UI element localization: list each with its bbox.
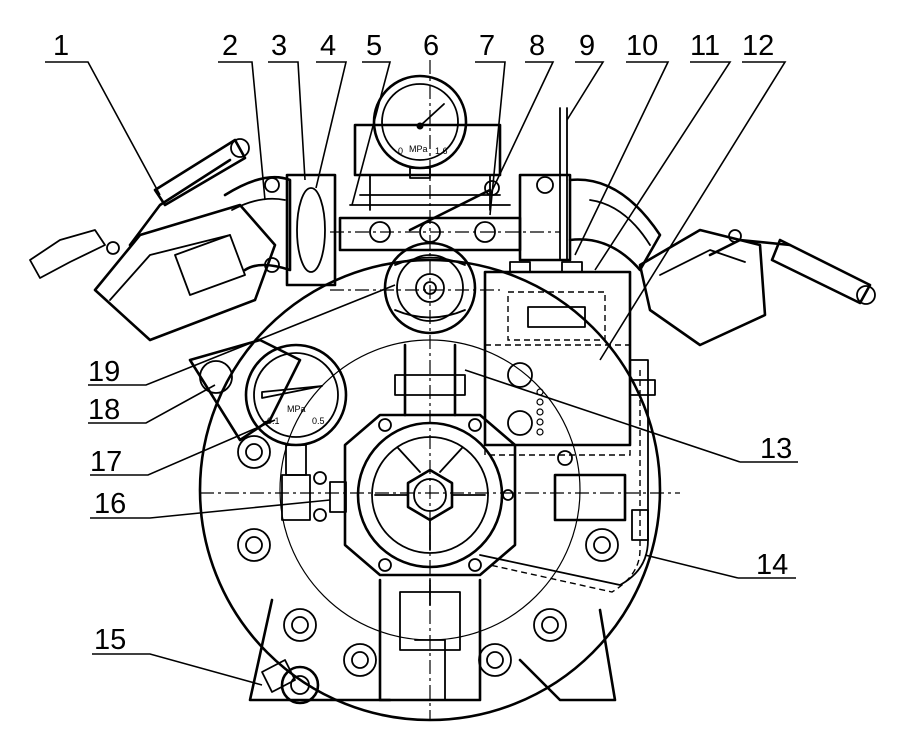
callout-3: 3: [271, 30, 287, 62]
callout-19: 19: [88, 356, 120, 388]
callout-16: 16: [94, 488, 126, 520]
leader-lines: [45, 61, 798, 686]
callout-7: 7: [479, 30, 495, 62]
cable-hose: [479, 359, 656, 593]
callout-12: 12: [742, 30, 774, 62]
callout-9: 9: [579, 30, 595, 62]
callout-11: 11: [690, 30, 720, 62]
callout-14: 14: [756, 549, 788, 581]
control-panel: [483, 107, 632, 522]
discharge-manifold: [338, 123, 522, 335]
left-gauge-max: 0.5: [312, 416, 325, 426]
pump-body: [188, 258, 662, 722]
callout-1: 1: [53, 30, 69, 62]
left-vacuum-gauge: MPa -0.1 0.5: [244, 343, 348, 522]
drain-valve: [261, 659, 320, 705]
top-pressure-gauge: MPa 0 1.6: [372, 74, 468, 179]
top-gauge-min: 0: [398, 146, 403, 156]
top-gauge-unit: MPa: [409, 144, 428, 154]
callout-2: 2: [222, 30, 238, 62]
left-gauge-unit: MPa: [287, 404, 306, 414]
bolt-set: [237, 435, 619, 677]
callout-8: 8: [529, 30, 545, 62]
callout-13: 13: [760, 433, 792, 465]
callout-17: 17: [90, 446, 122, 478]
center-lines: [200, 60, 680, 720]
left-outlet-valve: [29, 138, 337, 342]
callout-4: 4: [320, 30, 336, 62]
callout-labels: 1 2 3 4 5 6 7 8 9 10 11 12 13 14 15 16 1…: [53, 30, 792, 656]
callout-18: 18: [88, 394, 120, 426]
top-gauge-max: 1.6: [435, 146, 448, 156]
callout-6: 6: [423, 30, 439, 62]
callout-5: 5: [366, 30, 382, 62]
callout-10: 10: [626, 30, 658, 62]
callout-15: 15: [94, 624, 126, 656]
right-outlet-valve: [518, 173, 876, 347]
